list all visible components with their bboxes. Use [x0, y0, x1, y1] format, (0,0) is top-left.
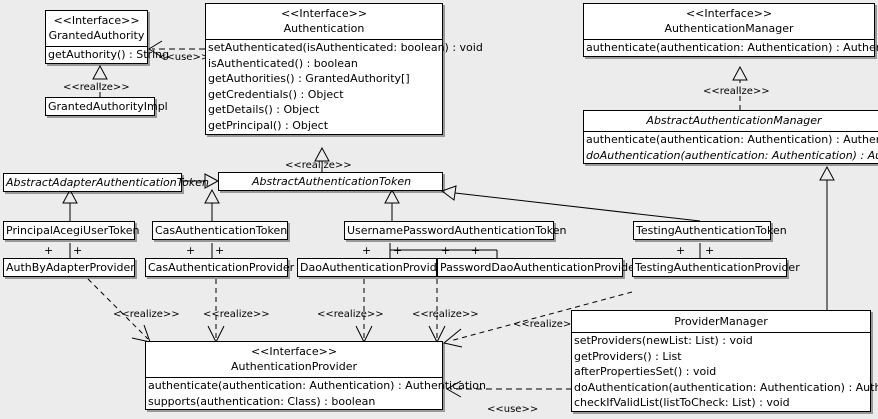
class-box-principal-acegi-user-token[interactable]: PrincipalAcegiUserToken [3, 221, 140, 240]
stereotype-label: <<Interface>> [250, 345, 338, 358]
class-name-label: UsernamePasswordAuthenticationToken [347, 224, 567, 237]
method-row: supports(authentication: Class) : boolea… [148, 394, 376, 408]
class-box-abstract-adapter-authentication-token[interactable]: AbstractAdapterAuthenticationToken [3, 173, 209, 192]
multiplicity-plus: + [471, 244, 481, 257]
methods-compartment: authenticate(authentication: Authenticat… [584, 132, 878, 163]
methods-compartment: authenticate(authentication: Authenticat… [146, 378, 486, 409]
method-row: getPrincipal() : Object [208, 118, 329, 132]
method-row: isAuthenticated() : boolean [208, 56, 358, 70]
class-box-abstract-authentication-token[interactable]: AbstractAuthenticationToken [218, 172, 443, 191]
method-row: authenticate(authentication: Authenticat… [586, 41, 878, 54]
relationship-label-realize-password-dao: <<realize>> [412, 309, 479, 320]
class-name-label: AbstractAuthenticationToken [251, 175, 412, 188]
class-name-label: Authentication [283, 22, 365, 35]
class-box-cas-authentication-token[interactable]: CasAuthenticationToken [152, 221, 288, 240]
method-row: setProviders(newList: List) : void [574, 334, 753, 347]
class-box-testing-authentication-provider[interactable]: TestingAuthenticationProvider [632, 258, 800, 277]
multiplicity-plus: + [393, 244, 403, 257]
multiplicity-plus: + [186, 244, 196, 257]
compartment-divider [206, 39, 442, 40]
class-box-cas-authentication-provider[interactable]: CasAuthenticationProvider [145, 258, 295, 277]
class-name-label: CasAuthenticationProvider [148, 261, 295, 274]
method-row: doAuthentication(authentication: Authent… [574, 380, 878, 394]
compartment-divider [46, 46, 147, 47]
class-box-abstract-authentication-manager[interactable]: AbstractAuthenticationManager authentica… [583, 110, 878, 165]
class-box-testing-authentication-token[interactable]: TestingAuthenticationToken [633, 221, 787, 240]
class-box-authentication-provider[interactable]: <<Interface>> AuthenticationProvider aut… [145, 341, 486, 411]
compartment-divider [584, 39, 874, 40]
class-box-dao-authentication-provider[interactable]: DaoAuthenticationProvider [297, 258, 448, 277]
class-name-label: ProviderManager [674, 315, 768, 328]
class-box-authentication-manager[interactable]: <<Interface>> AuthenticationManager auth… [583, 3, 878, 57]
compartment-divider [146, 377, 442, 378]
method-row: setAuthenticated(isAuthenticated: boolea… [208, 41, 483, 54]
class-name-label: CasAuthenticationToken [155, 224, 288, 237]
class-name-label: AbstractAuthenticationManager [646, 114, 822, 127]
class-box-granted-authority[interactable]: <<Interface>> GrantedAuthority getAuthor… [45, 10, 170, 64]
class-name-label: TestingAuthenticationToken [636, 224, 787, 237]
relationship-label-realize-dao-provider: <<realize>> [317, 309, 384, 320]
class-name-label: GrantedAuthorityImpl [48, 100, 168, 113]
class-name-label: AuthByAdapterProvider [6, 261, 135, 274]
multiplicity-plus: + [362, 244, 372, 257]
multiplicity-plus: + [441, 244, 451, 257]
multiplicity-plus: + [215, 244, 225, 257]
methods-compartment: getAuthority() : String [46, 47, 170, 63]
class-box-provider-manager[interactable]: ProviderManager setProviders(newList: Li… [571, 310, 878, 412]
method-row: afterPropertiesSet() : void [574, 365, 717, 379]
relationship-label-realize-testing-provider: <<realize>> [513, 319, 580, 330]
method-row: getAuthorities() : GrantedAuthority[] [208, 72, 410, 86]
method-row: getDetails() : Object [208, 103, 320, 117]
class-name-label: PrincipalAcegiUserToken [6, 224, 140, 237]
method-row: getAuthority() : String [48, 48, 170, 61]
class-name-label: DaoAuthenticationProvider [300, 261, 448, 274]
multiplicity-plus: + [44, 244, 54, 257]
stereotype-label: <<Interface>> [280, 7, 368, 20]
method-row: getCredentials() : Object [208, 87, 344, 101]
relationship-label-realize-authentication: <<realize>> [285, 160, 352, 171]
class-name-label: GrantedAuthority [48, 29, 145, 42]
class-name-label: AbstractAdapterAuthenticationToken [6, 176, 209, 189]
multiplicity-plus: + [676, 244, 686, 257]
class-box-auth-by-adapter-provider[interactable]: AuthByAdapterProvider [3, 258, 135, 277]
compartment-divider [584, 131, 878, 132]
class-name-label: TestingAuthenticationProvider [635, 261, 800, 274]
methods-compartment: setAuthenticated(isAuthenticated: boolea… [206, 40, 483, 134]
method-row: authenticate(authentication: Authenticat… [148, 379, 486, 392]
class-box-password-dao-authentication-provider[interactable]: PasswordDaoAuthenticationProvider [437, 258, 640, 277]
method-row: authenticate(authentication: Authenticat… [586, 133, 878, 146]
class-name-label: PasswordDaoAuthenticationProvider [440, 261, 640, 274]
relationship-label-realize-granted-authority: <<realize>> [63, 82, 130, 93]
relationship-label-realize-cas-provider: <<realize>> [203, 309, 270, 320]
stereotype-label: <<Interface>> [685, 7, 773, 20]
multiplicity-plus: + [73, 244, 83, 257]
method-row: doAuthentication(authentication: Authent… [586, 148, 878, 162]
class-box-authentication[interactable]: <<Interface>> Authentication setAuthenti… [205, 3, 483, 135]
relationship-label-use-provider-manager: <<use>> [487, 404, 539, 415]
class-box-granted-authority-impl[interactable]: GrantedAuthorityImpl [45, 97, 168, 116]
method-row: getProviders() : List [574, 349, 682, 363]
compartment-divider [572, 332, 870, 333]
relationship-label-realize-auth-manager: <<realize>> [703, 86, 770, 97]
methods-compartment: setProviders(newList: List) : void getPr… [572, 333, 878, 411]
class-box-username-password-authentication-token[interactable]: UsernamePasswordAuthenticationToken [344, 221, 567, 240]
relationship-label-use-granted-authority: <<use>> [158, 52, 210, 63]
multiplicity-plus: + [705, 244, 715, 257]
class-name-label: AuthenticationManager [664, 22, 794, 35]
methods-compartment: authenticate(authentication: Authenticat… [584, 40, 878, 56]
relationship-label-realize-auth-by-adapter: <<realize>> [113, 309, 180, 320]
method-row: checkIfValidList(listToCheck: List) : vo… [574, 396, 790, 410]
stereotype-label: <<Interface>> [53, 14, 140, 27]
class-name-label: AuthenticationProvider [230, 360, 358, 373]
